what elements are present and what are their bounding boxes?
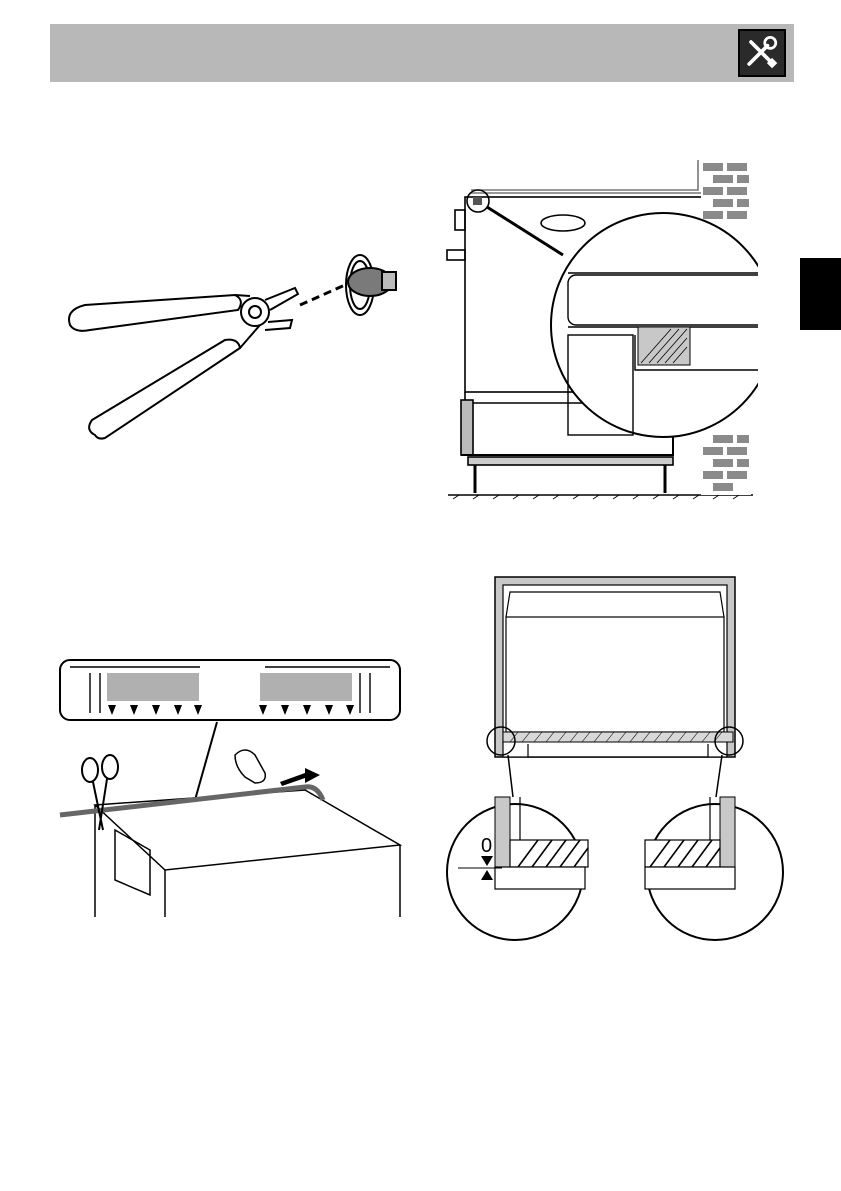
trim-strip-diagram xyxy=(55,655,405,920)
pliers-icon xyxy=(60,230,410,445)
tools-icon xyxy=(738,29,786,77)
chapter-tab xyxy=(800,258,841,330)
header-bar xyxy=(50,24,794,82)
wall-section-diagram xyxy=(443,155,758,500)
front-view-diagram: 0 xyxy=(440,572,800,942)
gap-label: 0 xyxy=(481,835,492,857)
